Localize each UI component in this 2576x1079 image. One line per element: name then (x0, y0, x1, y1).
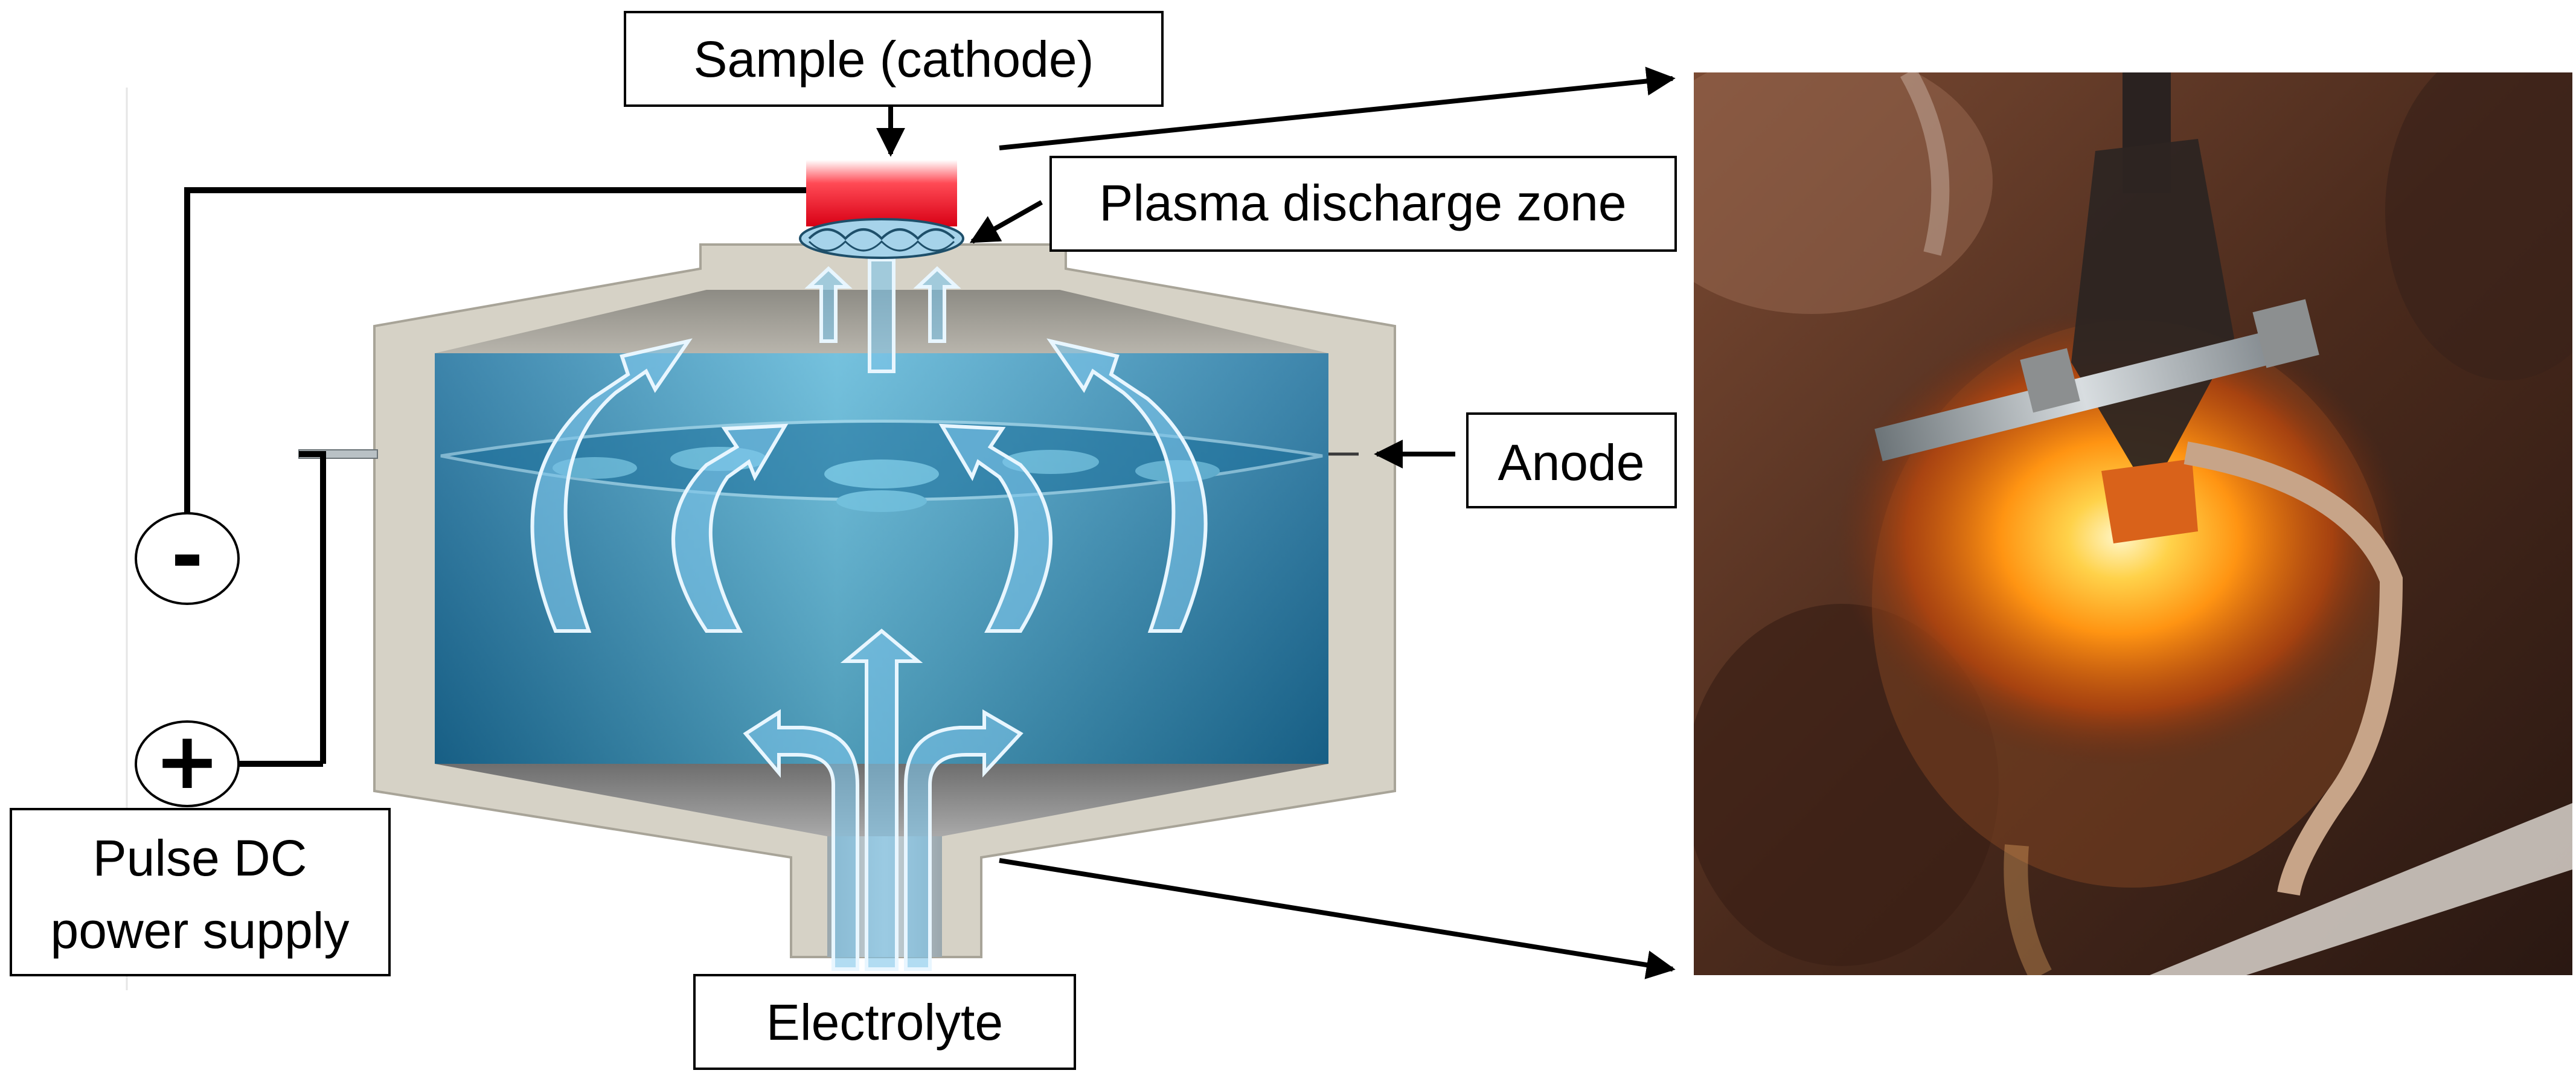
reactor-vessel (298, 160, 1396, 971)
negative-terminal-sign: - (171, 510, 203, 601)
label-anode-box: Anode (1466, 412, 1677, 508)
sample-cathode (806, 160, 957, 226)
callout-plasma (969, 200, 1043, 244)
photo-threaded-rod (1874, 327, 2293, 461)
flow-arrow-left-inner (671, 423, 789, 633)
label-power-line2: power supply (51, 902, 350, 959)
flow-arrow-left-split (743, 709, 859, 971)
label-plasma: Plasma discharge zone (1099, 174, 1626, 231)
label-electrolyte: Electrolyte (766, 994, 1003, 1051)
plasma-zone (799, 218, 964, 259)
label-sample-box: Sample (cathode) (624, 11, 1164, 107)
flow-arrow-left-outer (530, 338, 693, 633)
label-power-line1: Pulse DC (93, 830, 307, 886)
label-anode: Anode (1498, 434, 1645, 491)
connector-to-photo-top (999, 66, 1676, 150)
positive-terminal-sign: + (155, 715, 220, 807)
flow-arrow-right-split (904, 709, 1024, 971)
label-sample: Sample (cathode) (693, 31, 1094, 88)
flow-arrow-top-right (913, 266, 961, 343)
flow-arrow-right-outer (1046, 338, 1208, 633)
flow-arrow-center-up (840, 629, 923, 971)
flow-arrow-top-left (804, 266, 853, 343)
process-photo (1694, 72, 2572, 975)
flow-arrow-top-center (868, 258, 896, 373)
label-power-box: Pulse DC power supply (10, 808, 391, 976)
flow-arrows (530, 258, 1208, 971)
label-electrolyte-box: Electrolyte (693, 974, 1076, 1070)
circuit-wires (184, 187, 806, 767)
negative-terminal: - (135, 510, 240, 605)
flow-arrow-right-inner (938, 423, 1053, 633)
positive-terminal: + (135, 715, 240, 807)
anode-plate (440, 420, 1323, 512)
connector-to-photo-bottom (999, 858, 1676, 979)
label-plasma-box: Plasma discharge zone (1049, 156, 1677, 252)
